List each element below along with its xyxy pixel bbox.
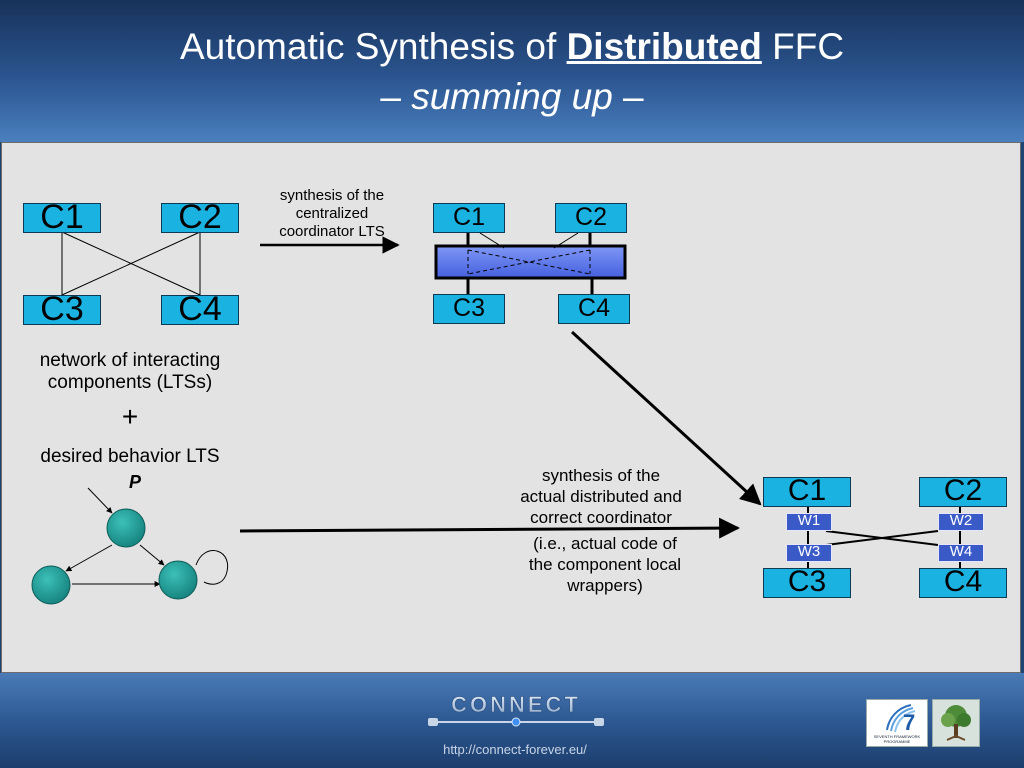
distributed-component-c2: C2: [919, 476, 1007, 507]
wrapper-w1: W1: [786, 513, 832, 531]
network-component-c4: C4: [161, 292, 239, 326]
tree-logo: [932, 699, 980, 747]
network-component-c2: C2: [161, 200, 239, 234]
distributed-note: (i.e., actual code of the component loca…: [500, 533, 710, 596]
fp7-caption: SEVENTH FRAMEWORK PROGRAMME: [873, 734, 921, 744]
distributed-component-c4: C4: [919, 567, 1007, 598]
centralized-component-c1: C1: [433, 203, 505, 233]
svg-text:7: 7: [903, 710, 915, 735]
subtitle-text: summing up: [411, 76, 613, 117]
title-suffix: FFC: [772, 26, 845, 67]
distributed-label-line1: synthesis of the: [541, 466, 661, 485]
connect-logo: CONNECT: [428, 692, 604, 727]
slide-title: Automatic Synthesis of Distributed FFC: [0, 26, 1024, 68]
distributed-note-line3: wrappers): [567, 576, 643, 595]
fp7-emblem-icon: 7: [886, 704, 916, 735]
wrapper-w3: W3: [786, 544, 832, 562]
centralized-component-c3: C3: [433, 294, 505, 324]
plus-sign: +: [121, 401, 139, 432]
distributed-component-c3: C3: [763, 567, 851, 598]
network-caption-line1: network of interacting: [39, 350, 221, 371]
tree-icon: [933, 700, 979, 746]
network-component-c3: C3: [23, 292, 101, 326]
distributed-component-c1: C1: [763, 476, 851, 507]
distributed-label: synthesis of the actual distributed and …: [496, 465, 706, 528]
slide-header: Automatic Synthesis of Distributed FFC –…: [0, 0, 1024, 142]
network-component-c1: C1: [23, 200, 101, 234]
network-caption: network of interacting components (LTSs): [10, 350, 250, 394]
lts-name: P: [128, 472, 141, 492]
slide-subtitle: – summing up –: [0, 77, 1024, 117]
title-emphasis: Distributed: [566, 26, 762, 67]
centralized-label-line1: synthesis of the: [279, 187, 385, 204]
distributed-note-line1: (i.e., actual code of: [533, 534, 677, 553]
centralized-arrow-label: synthesis of the centralized coordinator…: [252, 187, 412, 241]
distributed-label-line2: actual distributed and: [520, 487, 682, 506]
desired-behavior-label: desired behavior LTS: [40, 446, 220, 467]
distributed-label-line3: correct coordinator: [530, 508, 672, 527]
network-caption-line2: components (LTSs): [47, 372, 213, 393]
wrapper-w2: W2: [938, 513, 984, 531]
centralized-component-c2: C2: [555, 203, 627, 233]
centralized-component-c4: C4: [558, 294, 630, 324]
distributed-note-line2: the component local: [528, 555, 682, 574]
subtitle-dash-left: –: [380, 76, 401, 117]
wrapper-w4: W4: [938, 544, 984, 562]
footer-url[interactable]: http://connect-forever.eu/: [443, 742, 587, 757]
centralized-label-line2: centralized: [295, 205, 369, 222]
centralized-label-line3: coordinator LTS: [279, 223, 385, 240]
fp7-logo: 7 SEVENTH FRAMEWORK PROGRAMME: [866, 699, 928, 747]
subtitle-dash-right: –: [623, 76, 644, 117]
connect-logo-text: CONNECT: [451, 692, 581, 717]
title-prefix: Automatic Synthesis of: [179, 26, 557, 67]
